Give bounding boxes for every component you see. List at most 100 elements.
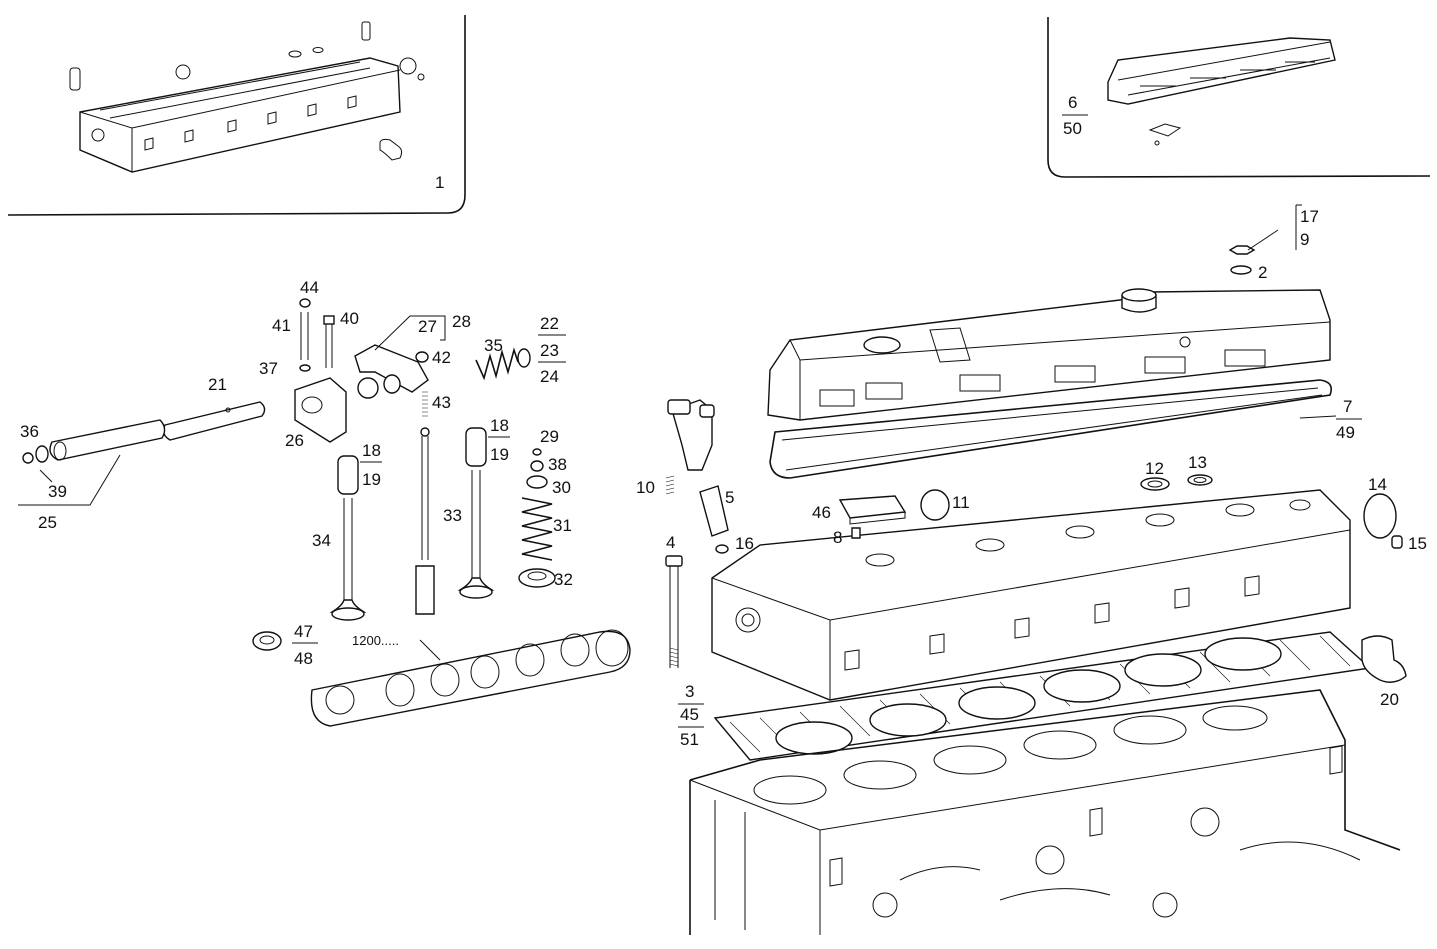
- core-plug: [920, 489, 950, 521]
- label-51: 51: [680, 730, 699, 749]
- injector-sleeve: [699, 485, 729, 537]
- label-42: 42: [432, 348, 451, 367]
- water-elbow: [1361, 635, 1407, 683]
- cap-nut: [1228, 245, 1256, 275]
- tappet-intake: [465, 427, 487, 467]
- label-40: 40: [340, 309, 359, 328]
- label-13: 13: [1188, 453, 1207, 472]
- label-39: 39: [48, 482, 67, 501]
- label-9: 9: [1300, 230, 1309, 249]
- label-34: 34: [312, 531, 331, 550]
- adjust-nut: [415, 351, 429, 363]
- label-28: 28: [452, 312, 471, 331]
- inset-cylinder-head-frame: [7, 15, 466, 216]
- rocker-support: [294, 377, 347, 443]
- label-25: 25: [38, 513, 57, 532]
- rocker-shaft-short: [162, 401, 266, 441]
- label-41: 41: [272, 316, 291, 335]
- plate-screw: [851, 527, 861, 539]
- label-37: 37: [259, 359, 278, 378]
- support-nut: [299, 298, 311, 308]
- head-bolt: [665, 555, 683, 668]
- camshaft-seal: [252, 631, 282, 651]
- label-12: 12: [1145, 459, 1164, 478]
- label-45: 45: [680, 705, 699, 724]
- label-18-right: 18: [490, 416, 509, 435]
- seal-ring-13: [1187, 474, 1213, 486]
- plug-screw: [1391, 535, 1403, 549]
- injector-washer: [715, 544, 729, 554]
- label-26: 26: [285, 431, 304, 450]
- label-30: 30: [552, 478, 571, 497]
- valve-cotter: [532, 448, 542, 456]
- label-19-right: 19: [490, 445, 509, 464]
- seal-ring-12: [1140, 477, 1170, 491]
- label-46: 46: [812, 503, 831, 522]
- label-49: 49: [1336, 423, 1355, 442]
- label-32: 32: [554, 570, 573, 589]
- tappet-exhaust: [337, 455, 359, 495]
- label-6: 6: [1068, 93, 1077, 112]
- valve-cover-gasket: [769, 379, 1333, 479]
- rocker-shaft-long: [49, 419, 166, 461]
- label-11: 11: [952, 493, 970, 512]
- label-31: 31: [553, 516, 572, 535]
- label-38: 38: [548, 455, 567, 474]
- label-24: 24: [540, 367, 559, 386]
- label-36: 36: [20, 422, 39, 441]
- valve-cover: [767, 288, 1331, 421]
- cover-plate: [838, 495, 907, 525]
- label-35: 35: [484, 336, 503, 355]
- inset-valve-cover-drawing: [1107, 37, 1336, 146]
- rocker-arm: [354, 344, 429, 399]
- support-bolt: [323, 315, 335, 368]
- label-15: 15: [1408, 534, 1427, 553]
- label-5: 5: [725, 488, 734, 507]
- cylinder-head-gasket: [713, 631, 1372, 761]
- valve-spring: [521, 497, 553, 561]
- label-18-left: 18: [362, 441, 381, 460]
- inset-cylinder-head-drawing: [69, 21, 425, 173]
- engine-block: [689, 689, 1401, 935]
- label-21: 21: [208, 375, 227, 394]
- label-2: 2: [1258, 263, 1267, 282]
- label-20: 20: [1380, 690, 1399, 709]
- label-10: 10: [636, 478, 655, 497]
- adjust-screw: [422, 391, 428, 417]
- valve-exhaust: [329, 498, 367, 621]
- injector: [667, 399, 715, 471]
- support-stud: [300, 312, 309, 360]
- inset-valve-cover-frame: [1047, 17, 1431, 178]
- label-33: 33: [443, 506, 462, 525]
- label-14: 14: [1368, 475, 1387, 494]
- support-washer: [299, 364, 311, 372]
- cover-disc: [1363, 493, 1397, 539]
- rocker-spring: [475, 347, 531, 381]
- label-1200: 1200.....: [352, 633, 399, 648]
- label-23: 23: [540, 341, 559, 360]
- label-43: 43: [432, 393, 451, 412]
- camshaft: [310, 629, 631, 727]
- label-44: 44: [300, 278, 319, 297]
- label-50: 50: [1063, 119, 1082, 138]
- valve-intake: [457, 470, 495, 599]
- label-19-left: 19: [362, 470, 381, 489]
- label-29: 29: [540, 427, 559, 446]
- label-3: 3: [685, 682, 694, 701]
- shaft-plug: [35, 445, 49, 463]
- spring-retainer: [526, 460, 548, 489]
- spring-seat: [518, 568, 556, 588]
- label-48: 48: [294, 649, 313, 668]
- label-16: 16: [735, 534, 754, 553]
- label-7: 7: [1343, 397, 1352, 416]
- label-22: 22: [540, 314, 559, 333]
- label-27: 27: [418, 317, 437, 336]
- label-17: 17: [1300, 207, 1319, 226]
- push-rod: [415, 427, 435, 615]
- label-4: 4: [666, 533, 675, 552]
- label-8: 8: [833, 528, 842, 547]
- label-1: 1: [435, 173, 444, 192]
- label-47: 47: [294, 622, 313, 641]
- injector-stud: [665, 475, 675, 495]
